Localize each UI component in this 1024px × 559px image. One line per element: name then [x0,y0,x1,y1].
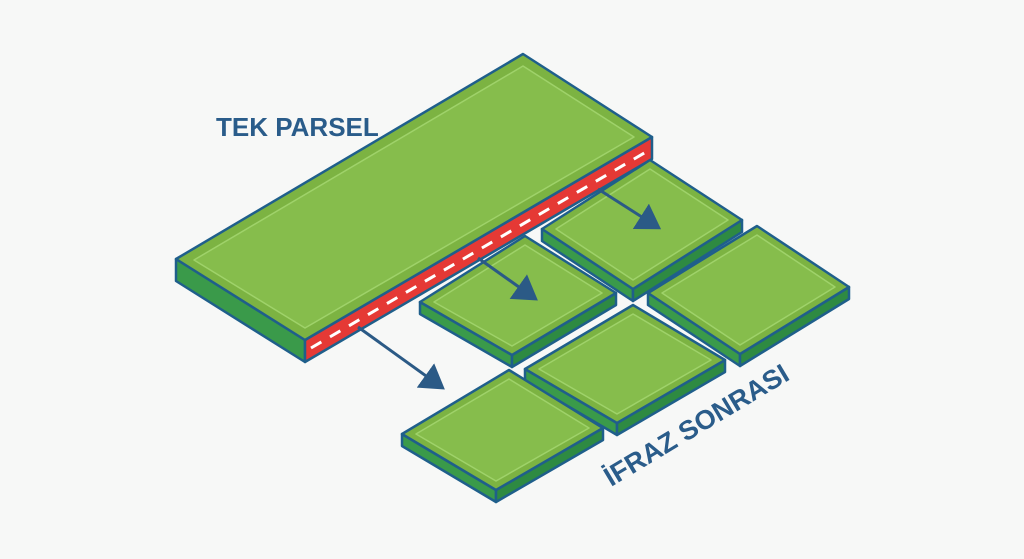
arrow-to-parcel-a [597,187,662,230]
label-single-parcel: TEK PARSEL [216,112,379,142]
subdivided-parcels [400,158,851,504]
arrow-to-parcel-e [357,325,445,390]
subdivision-arrows [357,187,662,390]
subdivided-parcel-d [523,303,727,437]
subdivided-parcel-e [400,368,605,504]
single-parcel [174,52,654,364]
subdivided-parcel-c [646,224,851,368]
single-parcel-top-inner [193,65,635,329]
arrow-to-parcel-b [477,256,538,301]
